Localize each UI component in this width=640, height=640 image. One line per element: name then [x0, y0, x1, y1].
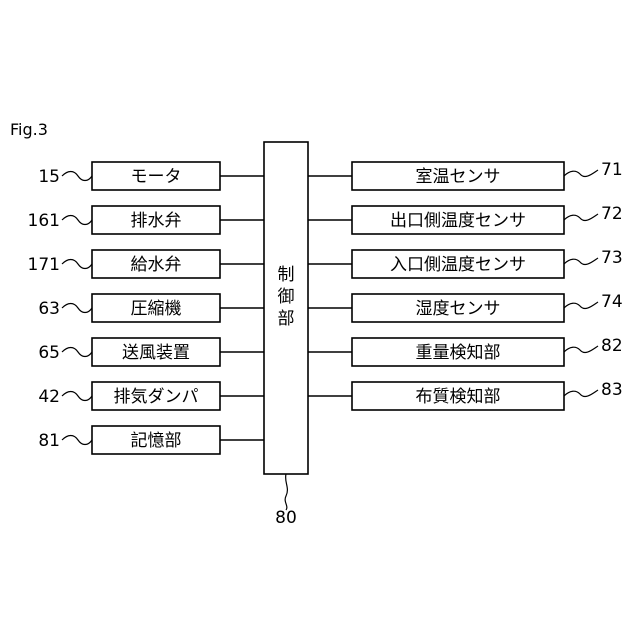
block-label: 室温センサ	[416, 167, 501, 187]
left-block: 記憶部 81	[38, 426, 264, 454]
controller-ref: 80	[275, 508, 297, 528]
right-block: 湿度センサ 74	[308, 292, 623, 322]
block-ref: 82	[601, 336, 623, 356]
controller-block: 制御部 80	[264, 142, 308, 528]
left-block: 送風装置 65	[38, 338, 264, 366]
leader-line	[564, 346, 598, 353]
block-ref: 171	[28, 255, 60, 275]
leader-line	[564, 258, 598, 265]
leader-line	[62, 216, 92, 225]
right-block: 布質検知部 83	[308, 380, 623, 410]
block-label: 給水弁	[131, 255, 182, 275]
left-block: 排気ダンパ 42	[38, 382, 264, 410]
right-block: 重量検知部 82	[308, 336, 623, 366]
block-label: 圧縮機	[131, 299, 182, 319]
block-label: 入口側温度センサ	[390, 255, 526, 275]
leader-line	[62, 260, 92, 269]
block-label: 記憶部	[131, 431, 182, 451]
block-ref: 74	[601, 292, 623, 312]
block-ref: 15	[38, 167, 60, 187]
block-label: 湿度センサ	[416, 299, 501, 319]
leader-line	[564, 390, 598, 397]
block-label: 排気ダンパ	[114, 387, 199, 407]
block-label: 重量検知部	[416, 343, 501, 363]
block-ref: 81	[38, 431, 60, 451]
block-ref: 73	[601, 248, 623, 268]
block-label: 排水弁	[131, 211, 182, 231]
leader-line	[564, 302, 598, 309]
block-ref: 42	[38, 387, 60, 407]
left-block: モータ 15	[38, 162, 264, 190]
block-ref: 83	[601, 380, 623, 400]
block-label: モータ	[131, 167, 182, 187]
leader-line	[62, 436, 92, 445]
leader-line	[564, 214, 598, 221]
left-block: 給水弁 171	[28, 250, 264, 278]
block-ref: 72	[601, 204, 623, 224]
right-block: 出口側温度センサ 72	[308, 204, 623, 234]
block-ref: 63	[38, 299, 60, 319]
figure-label: Fig.3	[10, 120, 48, 139]
leader-line	[564, 170, 598, 177]
block-ref: 71	[601, 160, 623, 180]
right-block: 入口側温度センサ 73	[308, 248, 623, 278]
leader-line	[62, 304, 92, 313]
block-ref: 161	[28, 211, 60, 231]
right-block: 室温センサ 71	[308, 160, 623, 190]
block-label: 送風装置	[122, 343, 190, 363]
leader-line	[62, 392, 92, 401]
block-ref: 65	[38, 343, 60, 363]
block-label: 布質検知部	[416, 387, 501, 407]
leader-line	[62, 172, 92, 181]
left-block: 排水弁 161	[28, 206, 264, 234]
right-blocks: 室温センサ 71 出口側温度センサ 72 入口側温度センサ 73 湿度センサ 74 重量検知部 8…	[308, 160, 623, 410]
leader-line	[62, 348, 92, 357]
left-blocks: モータ 15 排水弁 161 給水弁 171 圧縮機 63 送風装置 65 排気ダンパ 42 記憶部 81	[28, 162, 264, 454]
controller-label: 制御部	[278, 265, 295, 329]
left-block: 圧縮機 63	[38, 294, 264, 322]
block-label: 出口側温度センサ	[390, 211, 526, 231]
